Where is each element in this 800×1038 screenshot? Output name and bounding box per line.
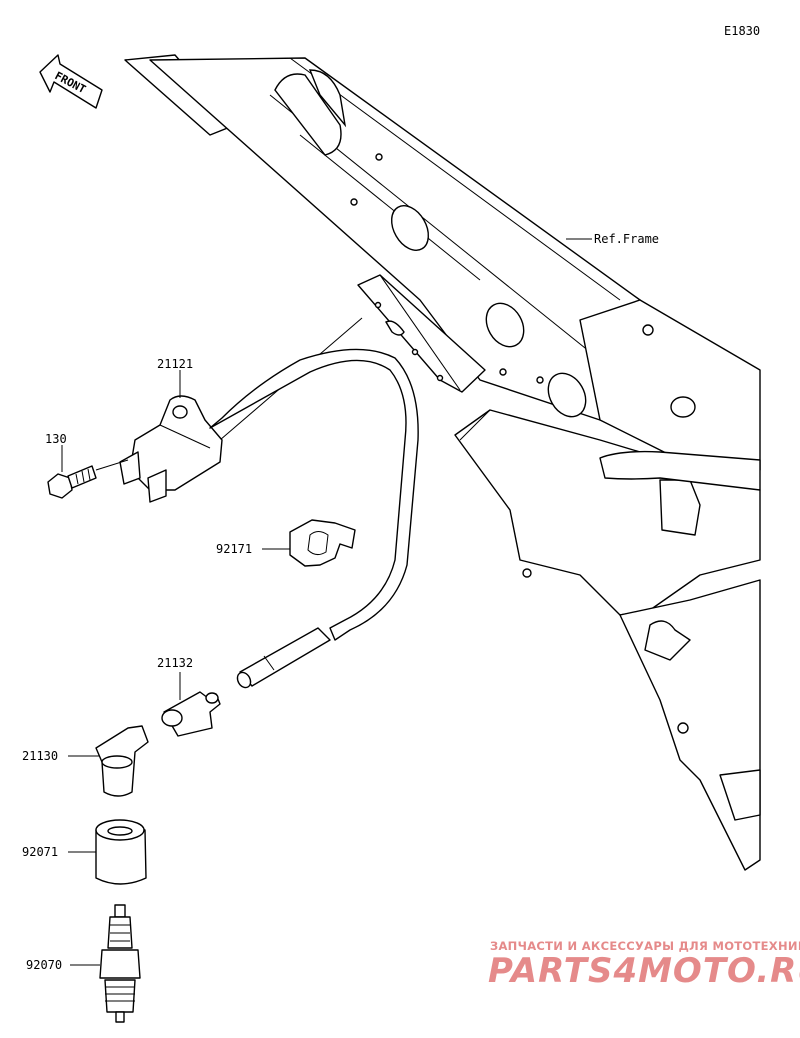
- part-21130-label: 21130: [22, 749, 58, 763]
- part-92171-label: 92171: [216, 542, 252, 556]
- clamp: [289, 519, 356, 567]
- plug-cap: [95, 725, 149, 797]
- part-21132-label: 21132: [157, 656, 193, 670]
- watermark-brand: PARTS4MOTO.RU: [488, 951, 800, 991]
- ht-cable-end: [236, 627, 331, 689]
- seal: [95, 819, 147, 885]
- cap-21132: [161, 691, 221, 737]
- spark-plug: [99, 904, 141, 1023]
- part-130-label: 130: [45, 432, 67, 446]
- ref-label: Ref.Frame: [594, 232, 659, 246]
- ignition-coil: [119, 348, 419, 641]
- frame-slot: [274, 73, 342, 156]
- front-arrow-icon: FRONT: [39, 54, 103, 109]
- bolt: [47, 459, 129, 499]
- part-92071-label: 92071: [22, 845, 58, 859]
- part-21121-label: 21121: [157, 357, 193, 371]
- frame: [124, 54, 761, 871]
- watermark-tagline: ЗАПЧАСТИ И АКСЕССУАРЫ ДЛЯ МОТОТЕХНИКИ: [490, 939, 800, 953]
- diagram-code: E1830: [724, 24, 760, 38]
- part-92070-label: 92070: [26, 958, 62, 972]
